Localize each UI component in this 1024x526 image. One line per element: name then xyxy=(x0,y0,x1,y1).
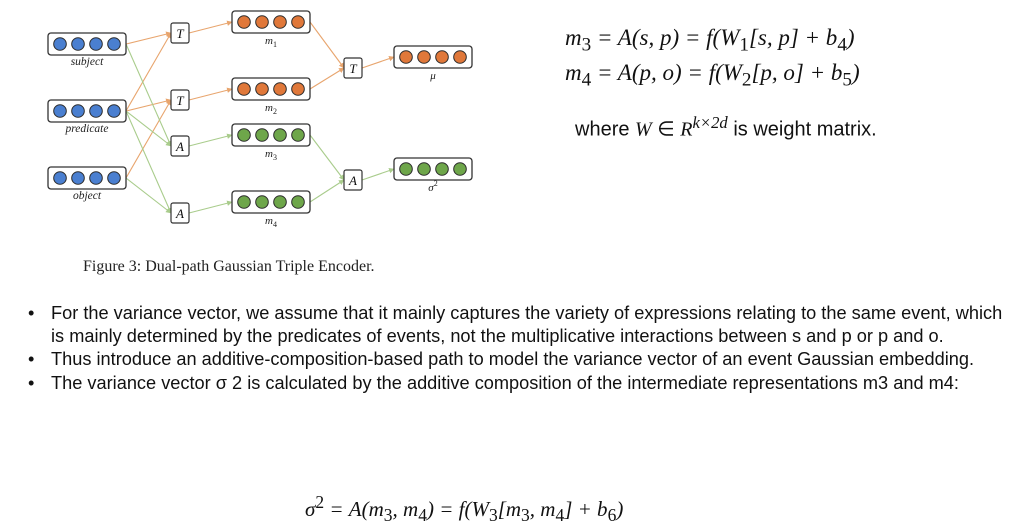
diagram-edge xyxy=(125,31,172,45)
diagram-edge xyxy=(361,168,395,181)
weight-matrix-note: where W ∈ Rk×2d is weight matrix. xyxy=(575,113,877,141)
dual-path-encoder-diagram: subject predicate object T T A A T Am1 m2 m3 m4 μ σ2 xyxy=(47,10,473,229)
diagram-edge xyxy=(125,98,172,112)
operator-a1: A xyxy=(170,135,190,157)
vector-m3 xyxy=(231,123,311,147)
operator-label: T xyxy=(349,61,357,76)
vector-m4 xyxy=(231,190,311,214)
vector-sigma xyxy=(393,157,473,181)
vector-label-mu: μ xyxy=(429,70,436,82)
diagram-edge xyxy=(309,179,345,203)
equation-m4: m4 = A(p, o) = f(W2[p, o] + b5) xyxy=(565,60,860,91)
input-label-predicate: predicate xyxy=(64,123,108,135)
diagram-edge xyxy=(125,177,172,214)
diagram-edge xyxy=(309,67,345,90)
diagram-edge xyxy=(125,99,172,179)
bullet-item: For the variance vector, we assume that … xyxy=(28,302,1013,347)
diagram-edge xyxy=(361,56,395,69)
operator-label: A xyxy=(348,173,357,188)
operator-a3: A xyxy=(343,169,363,191)
diagram-edge xyxy=(309,134,345,181)
diagram-edge xyxy=(188,87,233,101)
equation-m3: m3 = A(s, p) = f(W1[s, p] + b4) xyxy=(565,25,855,56)
input-label-subject: subject xyxy=(71,56,104,68)
operator-label: A xyxy=(175,139,184,154)
vector-m2 xyxy=(231,77,311,101)
operator-a2: A xyxy=(170,202,190,224)
vector-label-m4: m4 xyxy=(265,215,277,229)
diagram-edge xyxy=(125,32,172,112)
vector-m1 xyxy=(231,10,311,34)
diagram-edge xyxy=(125,43,172,147)
vector-mu xyxy=(393,45,473,69)
operator-label: T xyxy=(176,26,184,41)
vector-label-m2: m2 xyxy=(265,102,277,116)
operator-t3: T xyxy=(343,57,363,79)
diagram-edge xyxy=(309,21,345,69)
diagram-edge xyxy=(188,20,233,34)
vector-label-m1: m1 xyxy=(265,35,277,49)
input-vector-subject xyxy=(47,32,127,56)
operator-t1: T xyxy=(170,22,190,44)
vector-label-m3: m3 xyxy=(265,148,277,162)
diagram-edge xyxy=(125,110,172,147)
input-label-object: object xyxy=(73,190,102,202)
input-vector-object xyxy=(47,166,127,190)
diagram-nodes: subject predicate object T T A A T Am1 m2 m3 m4 μ σ2 xyxy=(47,10,473,229)
operator-label: A xyxy=(175,206,184,221)
bullet-item: The variance vector σ 2 is calculated by… xyxy=(28,372,1013,395)
vector-label-sigma: σ2 xyxy=(428,179,437,194)
diagram-edge xyxy=(188,200,233,214)
diagram-edges xyxy=(125,20,395,214)
input-vector-predicate xyxy=(47,99,127,123)
operator-label: T xyxy=(176,93,184,108)
equation-sigma: σ2 = A(m3, m4) = f(W3[m3, m4] + b6) xyxy=(305,492,624,526)
operator-t2: T xyxy=(170,89,190,111)
diagram-edge xyxy=(125,110,172,214)
bullet-list: For the variance vector, we assume that … xyxy=(28,302,1013,395)
bullet-item: Thus introduce an additive-composition-b… xyxy=(28,348,1013,371)
diagram-edge xyxy=(188,133,233,147)
figure-caption: Figure 3: Dual-path Gaussian Triple Enco… xyxy=(83,258,375,275)
